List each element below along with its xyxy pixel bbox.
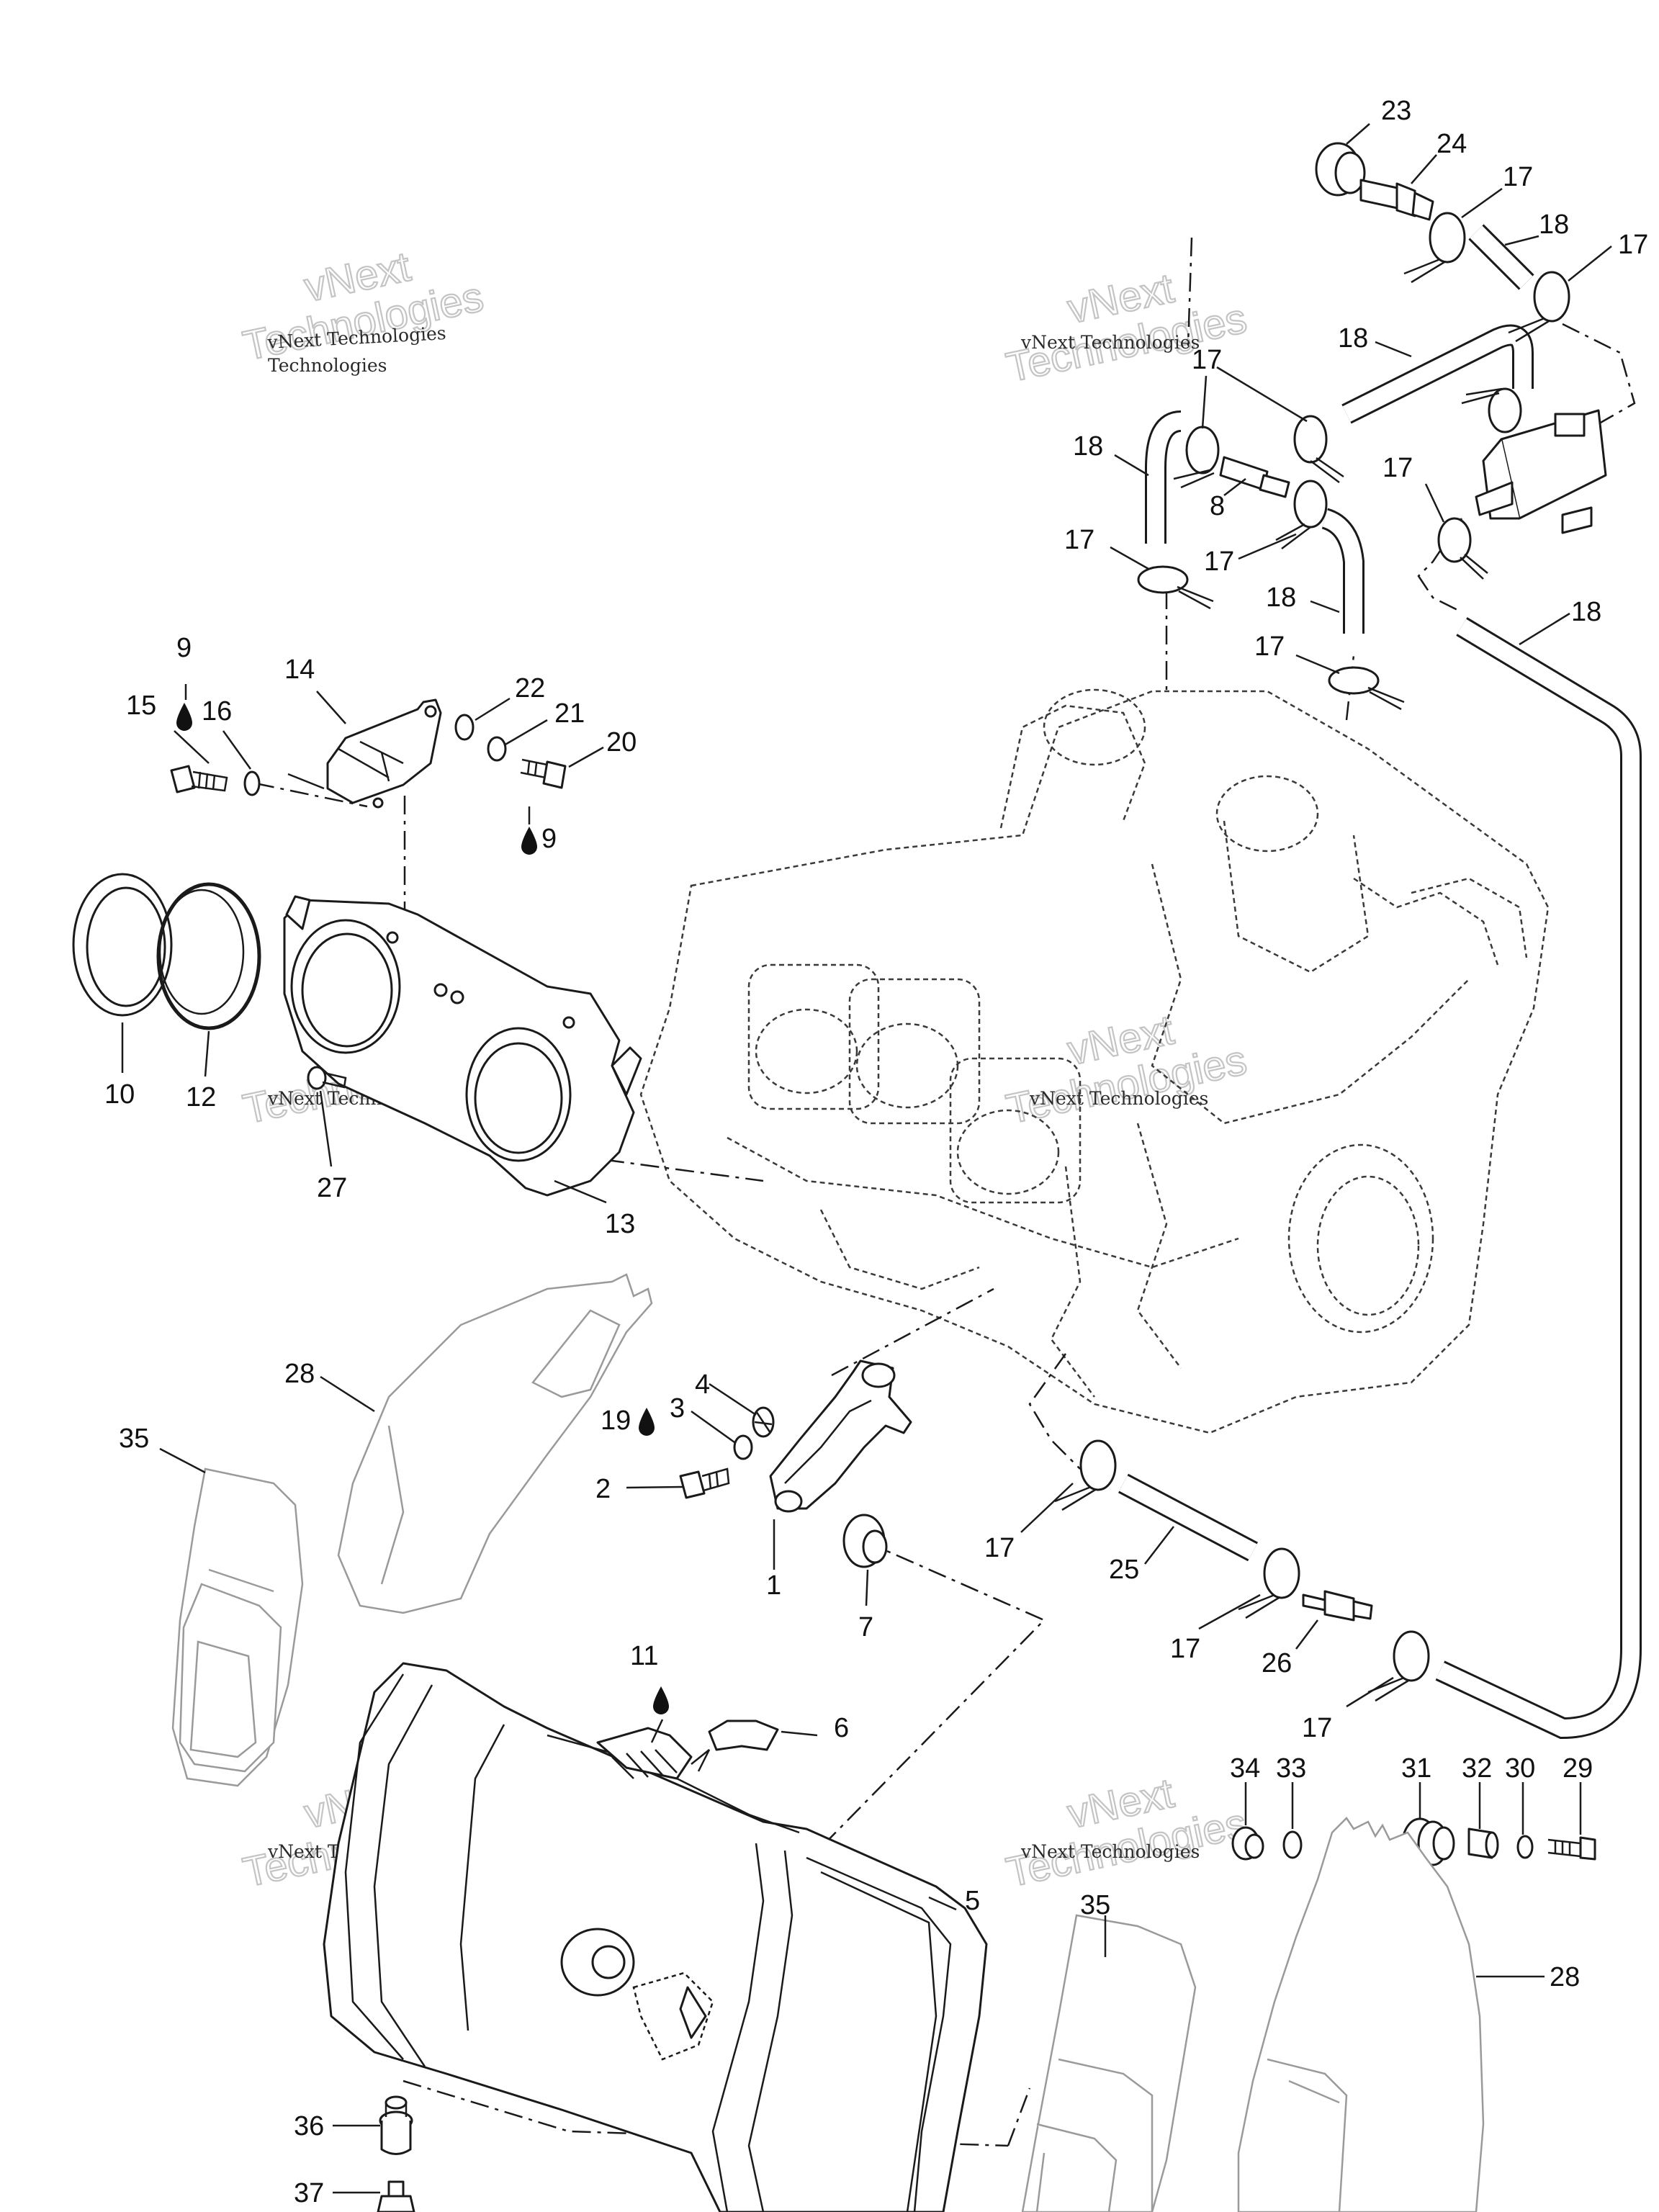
part-29-bolt: [1547, 1836, 1596, 1861]
part-6-clip: [708, 1719, 779, 1751]
part-35-duct-right: [1021, 1914, 1197, 2212]
callout-label: 26: [1262, 1648, 1292, 1678]
callout-labels: 23 24 17 18 17 18 17 18 8 17 17 17 18 17…: [104, 96, 1648, 2208]
callout-label: 17: [1170, 1634, 1200, 1664]
callout-label: 22: [515, 673, 545, 703]
part-27-screw: [307, 1066, 347, 1090]
callout-label: 21: [554, 698, 585, 729]
loctite-drop-icon: [176, 703, 669, 1714]
callout-label: 36: [294, 2111, 324, 2141]
callout-label: 13: [605, 1209, 635, 1239]
leader-lines: [121, 123, 1612, 2194]
callout-label: 9: [541, 824, 557, 854]
callout-label: 17: [1192, 345, 1222, 375]
part-28-cover-left: [337, 1273, 653, 1614]
callout-label: 18: [1571, 597, 1601, 627]
part-35-duct-left: [171, 1467, 304, 1787]
part-1-support-bracket: [769, 1359, 912, 1513]
callout-label: 37: [294, 2178, 324, 2208]
callout-label: 9: [176, 633, 192, 663]
part-4-lockwasher: [752, 1406, 775, 1438]
callout-label: 17: [1503, 162, 1533, 192]
watermark-text: Technologies: [268, 355, 387, 376]
callout-label: 34: [1230, 1753, 1260, 1784]
watermark-text: vNext Technologies: [1020, 1841, 1200, 1862]
callout-label: 25: [1109, 1555, 1139, 1585]
engine-outline: [639, 688, 1550, 1434]
callout-label: 3: [670, 1393, 685, 1424]
part-22-washer: [454, 714, 475, 741]
part-15-bolt: [170, 765, 228, 793]
callout-label: 5: [965, 1886, 980, 1916]
callout-label: 17: [1382, 453, 1413, 483]
part-12-seal: [156, 882, 261, 1030]
part-13-intake-adapter: [283, 895, 642, 1197]
callout-label: 27: [317, 1173, 347, 1203]
callout-label: 24: [1437, 129, 1467, 159]
callout-label: 10: [104, 1079, 135, 1110]
part-23-cap: [1315, 142, 1366, 197]
part-34-nut: [1231, 1826, 1264, 1861]
callout-label: 17: [984, 1533, 1015, 1563]
part-21-washer: [487, 736, 507, 762]
part-26-filter: [1302, 1590, 1373, 1622]
callout-label: 18: [1338, 323, 1368, 354]
callout-label: 11: [630, 1641, 658, 1671]
callout-label: 31: [1401, 1753, 1431, 1784]
callout-label: 29: [1563, 1753, 1593, 1784]
watermark-text: vNext Technologies: [1029, 1088, 1208, 1109]
callout-label: 33: [1276, 1753, 1306, 1784]
callout-label: 18: [1073, 431, 1103, 462]
part-8-connector: [1219, 456, 1290, 498]
part-30-washer: [1516, 1835, 1534, 1859]
callout-label: 16: [202, 696, 232, 727]
part-5-airbox: [323, 1662, 988, 2212]
part-16-washer: [243, 770, 261, 796]
callout-label: 4: [695, 1370, 710, 1400]
callout-label: 18: [1539, 210, 1569, 240]
callout-label: 2: [595, 1474, 611, 1504]
callout-label: 18: [1266, 583, 1296, 613]
callout-label: 17: [1302, 1713, 1332, 1743]
part-3-washer: [733, 1434, 753, 1460]
callout-label: 17: [1064, 525, 1094, 555]
hose-clamps: [1054, 212, 1570, 1702]
callout-label: 1: [766, 1570, 781, 1601]
part-31-grommet: [1401, 1817, 1455, 1869]
part-24-fitting: [1359, 179, 1434, 221]
part-36-plug: [379, 2095, 413, 2155]
part-14-bracket: [287, 698, 442, 809]
callout-label: 17: [1204, 547, 1234, 577]
callout-label: 35: [119, 1424, 149, 1454]
callout-label: 17: [1254, 631, 1285, 662]
callout-label: 28: [284, 1359, 315, 1389]
callout-label: 20: [606, 727, 637, 757]
callout-label: 14: [284, 655, 315, 685]
callout-label: 6: [834, 1713, 849, 1743]
hoses: [1118, 224, 1642, 1740]
part-28-cover-right: [1237, 1817, 1485, 2212]
callout-label: 32: [1462, 1753, 1492, 1784]
callout-label: 23: [1381, 96, 1411, 126]
part-37-valve: [377, 2180, 415, 2212]
callout-label: 28: [1550, 1962, 1580, 1992]
watermark-text: vNext Technologies: [1020, 332, 1200, 353]
part-7-grommet: [842, 1514, 888, 1568]
callout-label: 30: [1505, 1753, 1535, 1784]
callout-label: 19: [601, 1406, 631, 1436]
part-10-ring: [72, 873, 173, 1017]
part-33-washer: [1282, 1830, 1303, 1859]
callout-label: 17: [1618, 230, 1648, 260]
callout-label: 8: [1210, 491, 1225, 521]
part-32-sleeve: [1467, 1827, 1499, 1859]
callout-label: 35: [1080, 1890, 1110, 1920]
solenoid-valve: [1475, 409, 1607, 534]
callout-label: 12: [186, 1082, 216, 1112]
callout-label: 7: [858, 1612, 873, 1642]
callout-label: 15: [126, 691, 156, 721]
part-2-bolt: [679, 1467, 730, 1499]
part-20-bolt: [520, 758, 567, 789]
